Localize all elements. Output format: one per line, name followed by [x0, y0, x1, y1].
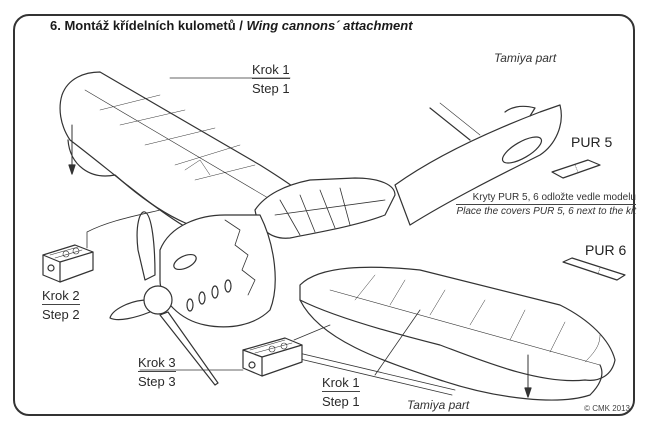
title-czech: Montáž křídelních kulometů /: [64, 18, 243, 33]
step1-bottom-divider: [322, 391, 360, 392]
step1-bottom-en: Step 1: [322, 394, 360, 409]
pur5-label: PUR 5: [571, 134, 613, 150]
cannon-block-left: [42, 244, 94, 283]
step2-en: Step 2: [42, 307, 80, 322]
engine-cowling: [159, 214, 276, 328]
fuselage: [394, 104, 562, 226]
step2-label: Krok 2 Step 2: [42, 288, 80, 322]
propeller-blade-left: [109, 299, 151, 321]
page-title: 6. Montáž křídelních kulometů / Wing can…: [50, 18, 413, 33]
cannon-block-right: [242, 337, 303, 377]
cowling-intake: [173, 253, 197, 271]
diagram-frame: [13, 14, 635, 416]
copyright: © CMK 2013: [584, 404, 630, 413]
leader-step3: [293, 324, 331, 341]
propeller-hub: [143, 285, 173, 315]
propeller-blade-bottom: [159, 311, 219, 386]
step1-top-label: Krok 1 Step 1: [252, 62, 290, 96]
step3-en: Step 3: [138, 374, 176, 389]
covers-note-cz: Kryty PUR 5, 6 odložte vedle modelu: [456, 192, 636, 205]
covers-note: Kryty PUR 5, 6 odložte vedle modelu Plac…: [456, 192, 636, 217]
tamiya-part-label-top: Tamiya part: [494, 51, 557, 65]
covers-note-en: Place the covers PUR 5, 6 next to the ki…: [456, 206, 636, 217]
propeller-blade-top: [136, 211, 156, 281]
step1-top-divider: [252, 78, 290, 79]
cover-pur6: [562, 257, 626, 281]
step2-cz: Krok 2: [42, 288, 80, 303]
cover-pur5: [551, 159, 601, 179]
title-english: Wing cannons´ attachment: [246, 18, 413, 33]
step1-bottom-label: Krok 1 Step 1: [322, 375, 360, 409]
step1-top-cz: Krok 1: [252, 62, 290, 77]
step2-divider: [42, 304, 80, 305]
leader-step1-bottom: [374, 309, 421, 376]
right-wing-underside: [299, 299, 603, 401]
fuselage-marking: [501, 136, 543, 164]
tail-fin: [504, 105, 536, 117]
step3-divider: [138, 371, 176, 372]
step1-top-en: Step 1: [252, 81, 290, 96]
leader-step2: [86, 209, 161, 249]
title-number: 6.: [50, 18, 61, 33]
step1-bottom-cz: Krok 1: [322, 375, 360, 390]
tamiya-part-label-bottom: Tamiya part: [407, 398, 470, 412]
step3-label: Krok 3 Step 3: [138, 355, 176, 389]
right-wing: [299, 266, 616, 382]
step3-cz: Krok 3: [138, 355, 176, 370]
tail-stabilizer: [429, 107, 471, 141]
pur6-label: PUR 6: [585, 242, 627, 258]
